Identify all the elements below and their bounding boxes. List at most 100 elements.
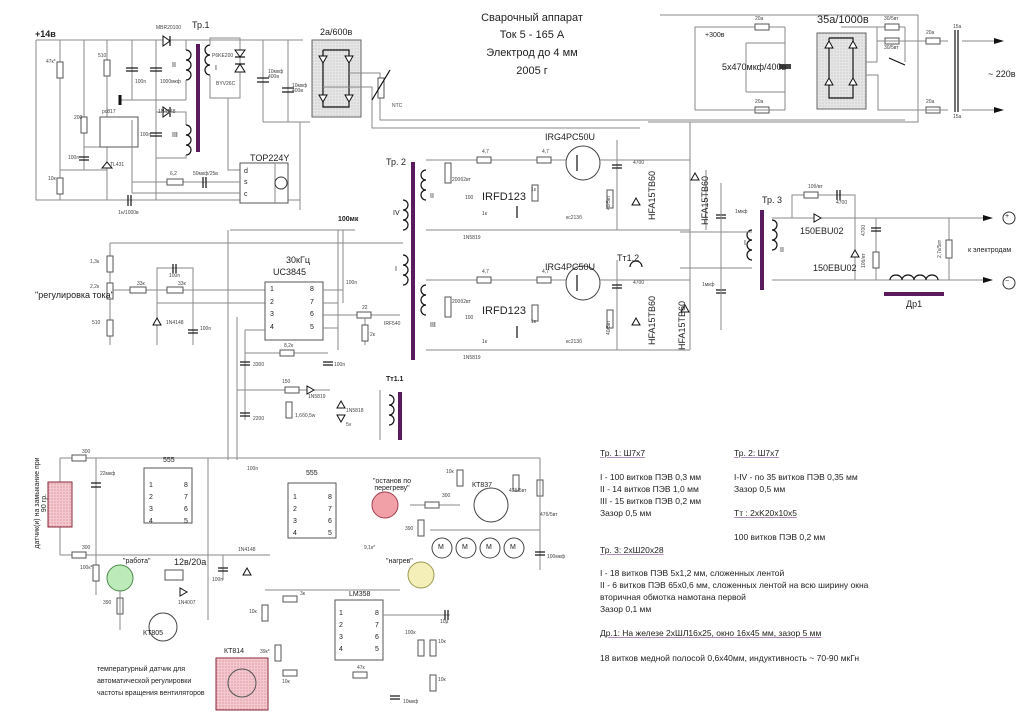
kt837-label: КТ837 <box>472 482 493 489</box>
thermal-sensor-label: датчик(и) на замыкание при 90 гр. <box>34 457 48 549</box>
rc-r-label: 10б/вт <box>861 253 867 268</box>
lm-pin-3: 3 <box>339 634 343 641</box>
r-10k-3-label: 10к <box>438 677 446 683</box>
optocoupler-label: pc817 <box>102 109 116 115</box>
current-adjust-label[interactable]: "регулировка тока" <box>35 290 114 300</box>
pin-d-label: d <box>244 168 248 175</box>
c-1uf-1-label: 1мкф <box>735 209 748 215</box>
tr2-label: Тр. 2 <box>386 157 407 167</box>
c-2200-label: 2200 <box>253 416 265 422</box>
tr1-notes-title: Тр. 1: Ш7x7 <box>600 448 646 458</box>
t2-pin-3: 3 <box>293 518 297 525</box>
r-33k-1-label: 33к <box>137 281 145 287</box>
r-g2-1-label: 4,7 <box>542 149 549 155</box>
ntc-label: NTC <box>392 103 403 109</box>
tr3-notes-title: Тр. 3: 2xШ20x28 <box>600 545 664 555</box>
tr3-note-1: I - 18 витков ПЭВ 5x1,2 мм, сложенных ле… <box>600 568 785 578</box>
mains-input-label: ~ 220в <box>988 69 1016 79</box>
lm-pin-5: 5 <box>375 646 379 653</box>
r-g2-2-label: 4,7 <box>542 269 549 275</box>
fuse-2-label: 20а <box>755 99 764 105</box>
r-510-label: 510 <box>98 53 107 59</box>
igbt-2-label: IRG4PC50U <box>545 262 596 272</box>
t1-pin-6: 6 <box>184 506 188 513</box>
lm-pin-1: 1 <box>339 610 343 617</box>
title-line-2: Ток 5 - 165 А <box>499 29 565 41</box>
tr1-note-3: III - 15 витков ПЭВ 0,2 мм <box>600 496 702 506</box>
c-1000uf-label: 1000мкф <box>160 79 181 85</box>
fan-control-section <box>215 589 450 711</box>
r-47k-label: 47к <box>357 665 365 671</box>
led-heat-label: "нагрев" <box>386 558 413 565</box>
igbt-1-label: IRG4PC50U <box>545 132 596 142</box>
r-10k-2-label: 10к <box>438 639 446 645</box>
top224y-label: TOP224Y <box>250 153 290 163</box>
tr1-note-1: I - 100 витков ПЭВ 0,3 мм <box>600 472 702 482</box>
kt814-label: КТ814 <box>224 648 245 655</box>
r-pd-2-label: 1к <box>482 339 487 345</box>
c-100n-label: 100n <box>135 79 147 85</box>
r-150-label: 150 <box>282 379 291 385</box>
r-6-2-label: 6,2 <box>170 171 177 177</box>
t2-pin-5: 5 <box>328 530 332 537</box>
fan-2-icon: M <box>462 544 468 551</box>
t2-pin-1: 1 <box>293 494 297 501</box>
c-100n-t1-label: 100n <box>247 466 259 472</box>
title-line-4: 2005 г <box>516 65 548 77</box>
c-soft-label: 100n <box>200 326 212 332</box>
r-gs-2-label: 200б2вт <box>452 299 471 305</box>
r-2k-label: 2к <box>370 332 375 338</box>
r-300-1-label: 300 <box>82 449 91 455</box>
title-line-3: Электрод до 4 мм <box>486 47 578 59</box>
c-ff-label: 100n <box>169 273 181 279</box>
d-1n5819-1-label: 1N5819 <box>463 235 481 241</box>
t2-pin-6: 6 <box>328 518 332 525</box>
tr1-winding-iii: III <box>172 132 178 139</box>
tt-notes-title: Тт : 2xK20x10x5 <box>734 508 797 518</box>
tr2-winding-iii: III <box>430 322 436 329</box>
uc-pin-5: 5 <box>310 324 314 331</box>
dr-note-1: 18 витков медной полосой 0,6x40мм, индук… <box>600 653 860 663</box>
r-pd2-1-label: 1к <box>531 187 536 193</box>
zener-2-label: кс213б <box>566 339 582 345</box>
r-10k-t-label: 10к <box>446 469 454 475</box>
fan-control-desc-3: частоты вращения вентиляторов <box>97 690 205 697</box>
tr1-label: Тр.1 <box>192 20 210 30</box>
r-33k-2-label: 33к <box>178 281 186 287</box>
led-overheat-label: "останов по перегреву" <box>372 478 411 492</box>
tt1-1-label: Тт1.1 <box>386 376 404 383</box>
t1-pin-8: 8 <box>184 482 188 489</box>
minus-terminal[interactable]: − <box>1005 278 1010 285</box>
res-30-1-label: 30/5вт <box>884 16 899 22</box>
uc-pin-2: 2 <box>270 299 274 306</box>
c-vcc-label: 100n <box>346 280 358 286</box>
c-aux-label: 100n <box>140 132 152 138</box>
mosfet-1-label: IRFD123 <box>482 191 527 203</box>
r-pot-label: 2,2к <box>90 284 100 290</box>
r-100k-label: 100к* <box>80 565 93 571</box>
t2-pin-2: 2 <box>293 506 297 513</box>
bridge-2a-label: 2а/600в <box>320 27 353 37</box>
r-1-3k-label: 1,3к <box>90 259 100 265</box>
tr3-note-3: вторичная обмотка намотана первой <box>600 592 746 602</box>
zener-1-label: кс213б <box>566 215 582 221</box>
hfa-2-label: HFA15TB60 <box>647 295 657 345</box>
d-1n4007-label: 1N4007 <box>178 600 196 606</box>
load-r-label: 2,7к/5вт <box>937 239 943 258</box>
r-100k-fc-label: 100к <box>405 630 416 636</box>
t2-pin-4: 4 <box>293 530 297 537</box>
r-300-2-label: 300 <box>82 545 91 551</box>
lm-pin-7: 7 <box>375 622 379 629</box>
d-150ebu02-2-label: 150EBU02 <box>813 263 857 273</box>
t1-pin-2: 2 <box>149 494 153 501</box>
switch-2-label: 15а <box>953 114 962 120</box>
led-work-label: "работа" <box>123 558 151 565</box>
r-10k-pot-label: 10к <box>282 679 290 685</box>
lm-pin-4: 4 <box>339 646 343 653</box>
c-10uf-fc-label: 10мкф <box>403 699 419 705</box>
to-electrodes-label: к электродам <box>968 247 1012 254</box>
r-390-2-label: 390 <box>405 526 414 532</box>
r-8-2k-label: 8,2к <box>284 343 294 349</box>
plus-terminal[interactable]: + <box>1005 213 1010 220</box>
